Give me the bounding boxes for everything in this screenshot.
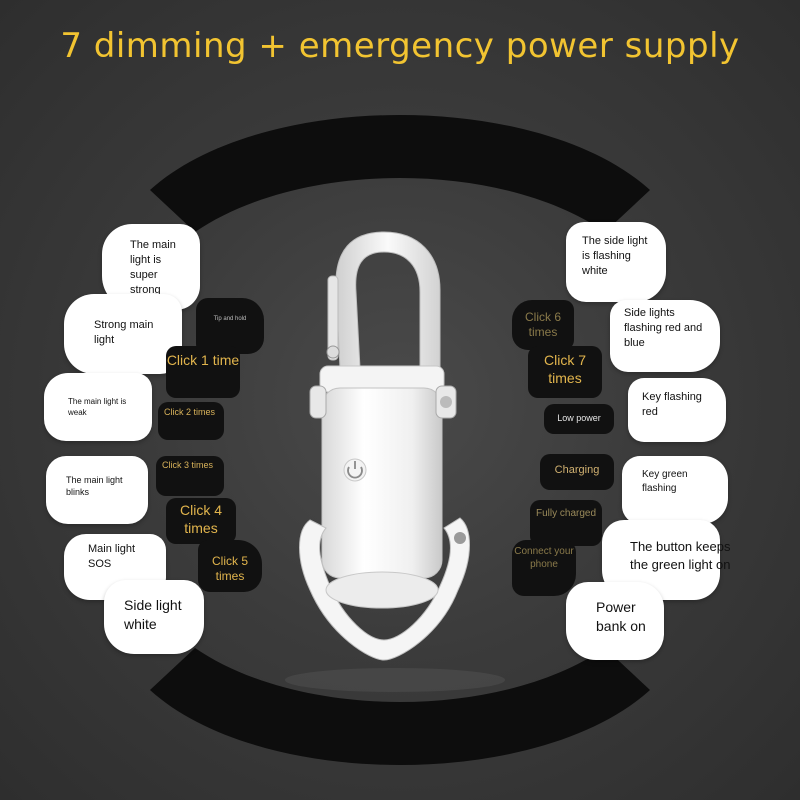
action-tag-left-5: Click 4 times <box>166 498 236 544</box>
action-label: Click 5 times <box>211 554 248 583</box>
mode-label: The main light blinks <box>66 475 123 498</box>
action-tag-left-4: Click 3 times <box>156 456 224 496</box>
action-label: Low power <box>557 413 601 423</box>
action-label: Connect your phone <box>514 546 574 570</box>
action-tag-right-4: Charging <box>540 454 614 490</box>
mode-label: The side light is flashing white <box>582 235 648 277</box>
action-label: Click 7 times <box>543 352 586 386</box>
action-tag-left-2: Click 1 time <box>166 346 240 398</box>
action-label: Tip and hold <box>213 316 247 322</box>
action-tag-right-6: Connect your phone <box>512 540 576 596</box>
mode-bubble-right-2: Side lights flashing red and blue <box>610 300 720 372</box>
action-label: Click 3 times <box>162 460 214 470</box>
mode-bubble-right-6: Power bank on <box>566 582 664 660</box>
mode-label: Side lights flashing red and blue <box>624 307 703 349</box>
action-label: Click 4 times <box>179 502 222 536</box>
action-tag-right-5: Fully charged <box>530 500 602 546</box>
mode-label: The main light is weak <box>68 397 127 417</box>
action-label: Click 6 times <box>524 310 561 339</box>
mode-bubble-left-4: The main light blinks <box>46 456 148 524</box>
action-tag-right-3: Low power <box>544 404 614 434</box>
mode-label: The button keeps the green light on <box>630 539 731 572</box>
mode-label: Key flashing red <box>642 391 702 418</box>
mode-label: Strong main light <box>94 319 154 346</box>
mode-label: The main light is super strong <box>130 239 176 296</box>
mode-label: Key green flashing <box>642 469 688 494</box>
action-tag-right-1: Click 6 times <box>512 300 574 350</box>
mode-label: Power bank on <box>596 599 646 634</box>
mode-label: Main light SOS <box>88 543 136 570</box>
action-tag-left-6: Click 5 times <box>198 540 262 592</box>
mode-bubble-left-6: Side light white <box>104 580 204 654</box>
action-label: Click 2 times <box>164 407 216 417</box>
mode-bubble-right-1: The side light is flashing white <box>566 222 666 302</box>
mode-bubble-left-3: The main light is weak <box>44 373 152 441</box>
action-tag-left-1: Tip and hold <box>196 298 264 354</box>
mode-label: Side light white <box>124 597 182 632</box>
carabiner-hook <box>335 231 441 369</box>
action-label: Click 1 time <box>166 352 240 368</box>
mode-bubble-right-4: Key green flashing <box>622 456 728 524</box>
power-icon <box>343 458 367 482</box>
page-title: 7 dimming + emergency power supply <box>60 26 740 66</box>
action-label: Charging <box>554 464 600 476</box>
stand-loop <box>299 517 470 661</box>
mode-bubble-right-3: Key flashing red <box>628 378 726 442</box>
action-tag-left-3: Click 2 times <box>158 402 224 440</box>
action-label: Fully charged <box>535 508 597 519</box>
mode-bubble-left-2: Strong main light <box>64 294 182 374</box>
action-tag-right-2: Click 7 times <box>528 346 602 398</box>
